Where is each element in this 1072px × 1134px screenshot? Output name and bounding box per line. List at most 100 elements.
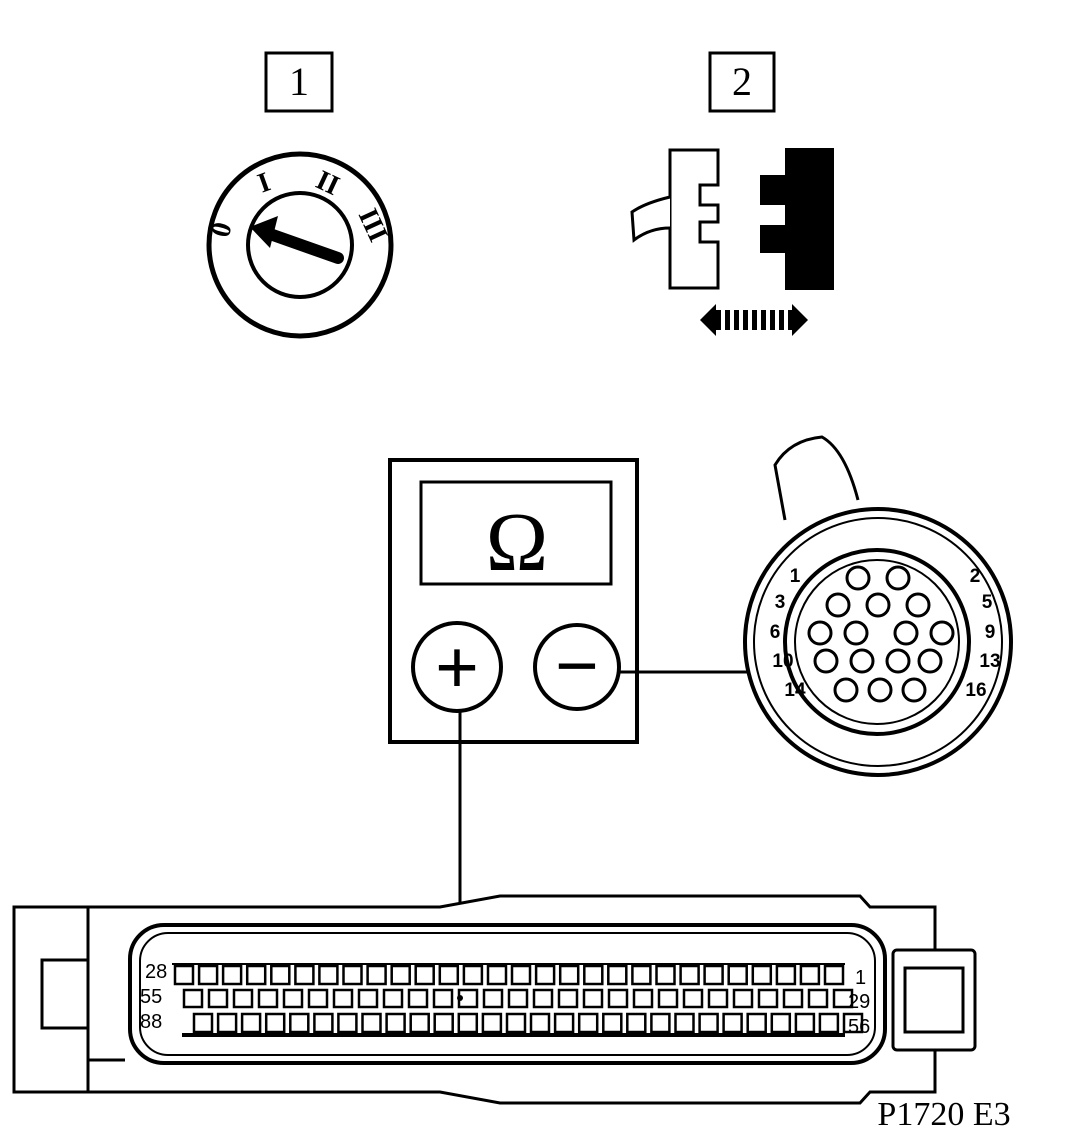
- ecu-row-3-left-label: 88: [140, 1011, 162, 1033]
- ecu-connector-pin: [407, 988, 429, 1009]
- ecu-connector: 28 55 88 1 29 56: [12, 894, 977, 1105]
- step-2-group: 2: [630, 51, 834, 336]
- ecu-connector-pin: [264, 1012, 286, 1034]
- ecu-connector-pin: [842, 1012, 864, 1034]
- ecu-connector-pin: [577, 1012, 599, 1034]
- ecu-row-2-right-label: 29: [848, 991, 870, 1013]
- ecu-connector-pin: [534, 964, 556, 986]
- ecu-connector-pin: [337, 1012, 358, 1034]
- ecu-connector-pin: [173, 964, 195, 986]
- ecu-connector-pin: [240, 1012, 262, 1034]
- step-1-box: [264, 51, 334, 113]
- ecu-connector-pin: [270, 964, 291, 986]
- ecu-connector-pin: [631, 964, 652, 986]
- pin-label-10: 10: [772, 651, 793, 672]
- ignition-switch-icon: [206, 151, 394, 339]
- round-connector-pin: [885, 565, 911, 591]
- ecu-connector-pin: [216, 1012, 238, 1034]
- ecu-connector-pin: [482, 988, 504, 1009]
- ohmmeter: Ω + −: [388, 458, 639, 744]
- negative-terminal-symbol: −: [555, 622, 599, 709]
- ecu-connector-pin: [192, 1012, 214, 1034]
- pin-label-5: 5: [982, 592, 993, 613]
- ecu-connector-pin: [505, 1012, 527, 1034]
- ecu-connector-pin: [294, 964, 315, 986]
- ecu-connector-pin: [707, 988, 729, 1009]
- ecu-connector-pin: [732, 988, 754, 1009]
- ecu-connector-pin: [433, 1012, 454, 1034]
- ecu-connector-pin: [818, 1012, 840, 1034]
- ecu-row-3-right-label: 56: [848, 1016, 870, 1038]
- ecu-connector-pin: [382, 988, 404, 1009]
- ecu-connector-pin: [655, 964, 676, 986]
- round-connector: 1 2 3 5 6 9 10 13 14 16: [743, 435, 1013, 777]
- ecu-connector-pin: [529, 1012, 551, 1034]
- negative-terminal: [533, 623, 621, 711]
- ecu-connector-pin: [703, 964, 724, 986]
- ecu-connector-pin: [462, 964, 484, 986]
- ecu-connector-pin: [207, 988, 229, 1009]
- ohmmeter-display: [419, 480, 613, 586]
- ecu-connector-pin: [307, 988, 329, 1009]
- ecu-connector-pin: [414, 964, 435, 986]
- pin-label-3: 3: [775, 592, 786, 613]
- step-2-box: [708, 51, 776, 113]
- ecu-connector-pin: [486, 964, 508, 986]
- positive-terminal: [411, 621, 503, 713]
- step-1-number: 1: [289, 59, 309, 104]
- ecu-connector-pin: [751, 964, 773, 986]
- ecu-connector-pin: [682, 988, 704, 1009]
- connector-unplug-icon: [630, 148, 834, 336]
- ignition-position-III: III: [352, 204, 394, 247]
- ecu-connector-pin: [390, 964, 411, 986]
- ecu-connector-pins: [173, 964, 864, 1034]
- ecu-connector-pin: [232, 988, 254, 1009]
- ecu-connector-pin: [782, 988, 804, 1009]
- ecu-connector-pin: [289, 1012, 310, 1034]
- step-2-number: 2: [732, 59, 752, 104]
- round-connector-pin: [901, 677, 927, 703]
- ecu-connector-pin: [245, 964, 267, 986]
- ecu-connector-pin: [583, 964, 604, 986]
- ecu-connector-pin: [257, 988, 279, 1009]
- ecu-connector-pin: [823, 964, 845, 986]
- ecu-connector-pin: [602, 1012, 623, 1034]
- ecu-connector-pin: [832, 988, 854, 1009]
- ecu-connector-pin: [607, 988, 629, 1009]
- ecu-connector-pin: [221, 964, 243, 986]
- round-connector-face: [783, 548, 971, 736]
- ecu-connector-pin: [553, 1012, 575, 1034]
- ecu-row-1-left-label: 28: [145, 961, 167, 983]
- pin-label-13: 13: [979, 651, 1000, 672]
- ecu-connector-pin: [481, 1012, 503, 1034]
- round-connector-pin: [867, 677, 893, 703]
- round-connector-pin: [929, 620, 955, 646]
- round-connector-pin: [893, 620, 919, 646]
- ecu-connector-pin: [507, 988, 529, 1009]
- figure-reference: P1720 E3: [877, 1096, 1010, 1133]
- probe-contact-point: [457, 995, 463, 1001]
- pin-label-6: 6: [770, 622, 781, 643]
- step-1-group: 1 0 I II III: [205, 51, 394, 339]
- ecu-connector-pin: [727, 964, 748, 986]
- ignition-position-I: I: [254, 167, 275, 200]
- ecu-connector-pin: [626, 1012, 647, 1034]
- ecu-connector-pin: [318, 964, 339, 986]
- round-connector-pin: [885, 648, 911, 674]
- round-connector-pin: [849, 648, 875, 674]
- ecu-connector-pin: [770, 1012, 792, 1034]
- ecu-connector-pin: [532, 988, 554, 1009]
- pin-label-2: 2: [970, 566, 981, 587]
- ecu-connector-pin: [582, 988, 604, 1009]
- ecu-connector-pin: [558, 964, 580, 986]
- ecu-connector-pin: [197, 964, 219, 986]
- ecu-connector-pin: [799, 964, 821, 986]
- ecu-connector-pin: [182, 988, 204, 1009]
- ecu-connector-pin: [775, 964, 797, 986]
- ecu-connector-pin: [313, 1012, 334, 1034]
- ecu-connector-pin: [457, 1012, 479, 1034]
- round-connector-pin: [917, 648, 943, 674]
- round-connector-pin: [825, 592, 851, 618]
- ecu-connector-pin: [794, 1012, 816, 1034]
